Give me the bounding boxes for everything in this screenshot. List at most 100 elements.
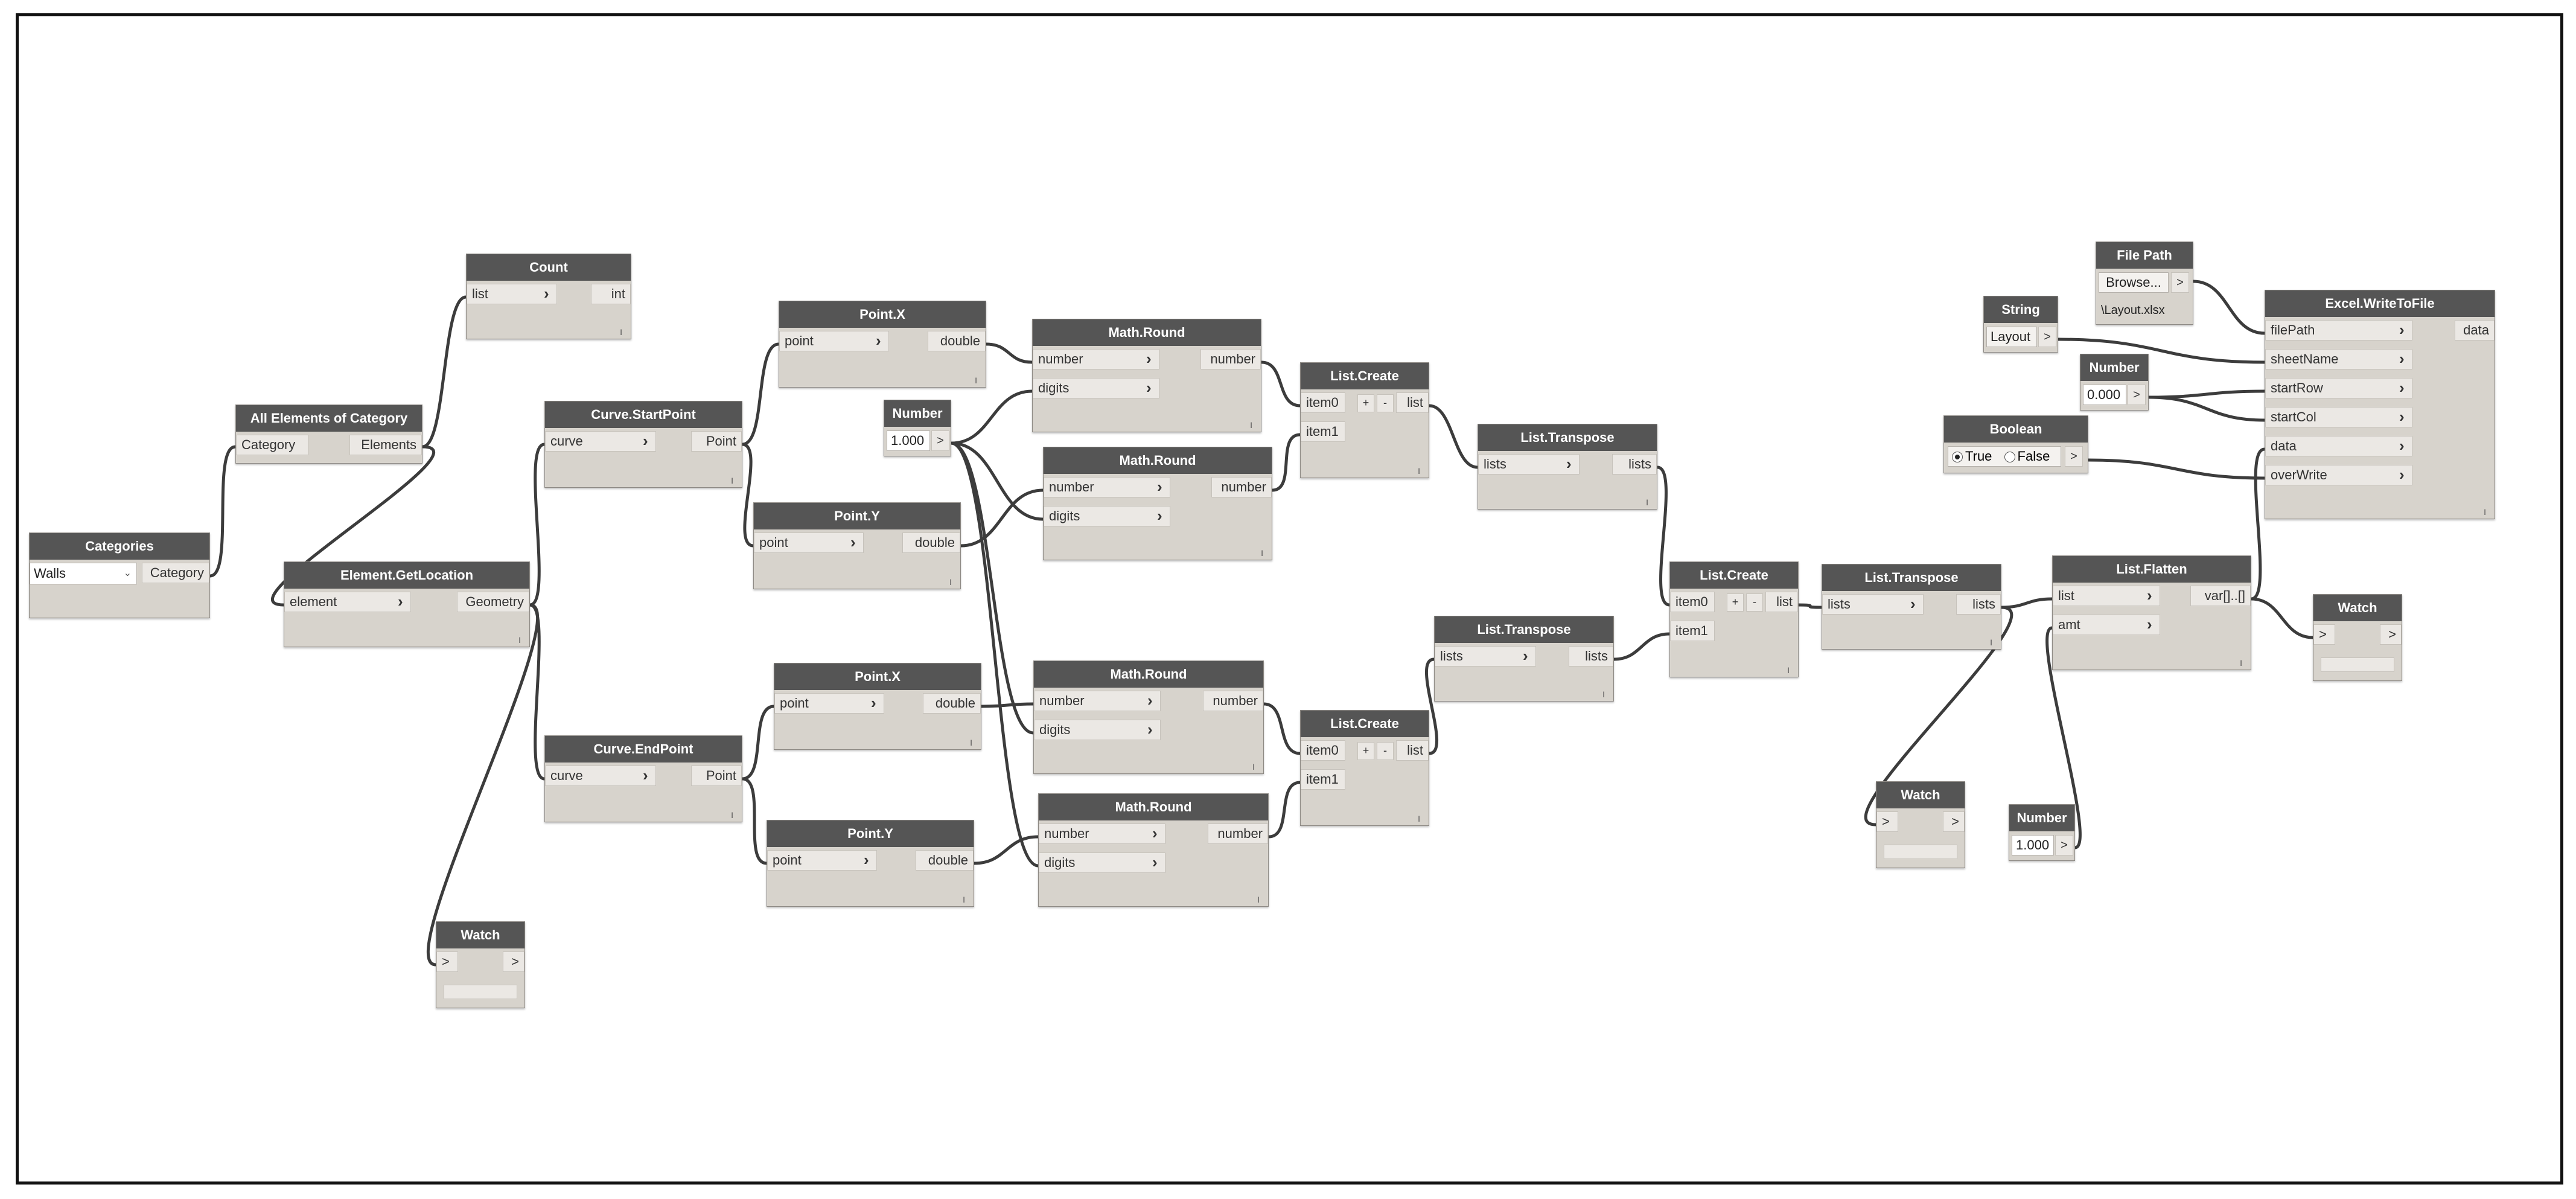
output-port[interactable]: Category xyxy=(142,563,209,583)
output-port[interactable]: Point xyxy=(691,766,742,786)
node-file-path[interactable]: File Path Browse... > \Layout.xlsx xyxy=(2096,241,2193,325)
node-count[interactable]: Count list › int I xyxy=(466,254,631,339)
input-port[interactable]: point xyxy=(767,850,877,871)
input-port[interactable]: number xyxy=(1033,349,1159,369)
node-excel-writetofile[interactable]: Excel.WriteToFile filePath › data sheetN… xyxy=(2265,290,2495,519)
node-math-round[interactable]: Math.Round number › number digits › I xyxy=(1032,319,1261,432)
node-categories[interactable]: Categories Walls ⌄ Category xyxy=(29,532,210,618)
node-list-transpose[interactable]: List.Transpose lists › lists I xyxy=(1478,424,1657,510)
input-port[interactable]: > xyxy=(2313,624,2335,645)
number-input[interactable]: 0.000 xyxy=(2083,385,2126,405)
input-port[interactable]: > xyxy=(436,951,458,972)
input-port[interactable]: number xyxy=(1044,477,1170,497)
node-number[interactable]: Number 1.000 > xyxy=(884,400,951,456)
output-port[interactable]: number xyxy=(1208,823,1268,844)
node-string[interactable]: String Layout > xyxy=(1983,296,2058,353)
output-port[interactable]: > xyxy=(2171,272,2189,293)
node-number[interactable]: Number 1.000 > xyxy=(2009,804,2075,861)
output-port[interactable]: > xyxy=(2055,835,2073,855)
output-port[interactable]: data xyxy=(2455,320,2495,341)
input-port[interactable]: digits xyxy=(1034,720,1161,740)
node-element-getlocation[interactable]: Element.GetLocation element › Geometry I xyxy=(284,561,530,647)
output-port[interactable]: list xyxy=(1396,740,1429,761)
output-port[interactable]: > xyxy=(931,430,949,451)
output-port[interactable]: lists xyxy=(1612,454,1657,475)
output-port[interactable]: > xyxy=(2038,327,2056,347)
output-port[interactable]: number xyxy=(1203,691,1263,711)
boolean-toggle[interactable]: True False xyxy=(1948,446,2061,467)
input-port[interactable]: startCol xyxy=(2265,407,2412,427)
input-port[interactable]: item0 xyxy=(1301,740,1345,761)
remove-input-button[interactable]: - xyxy=(1746,593,1763,612)
output-port[interactable]: double xyxy=(928,331,986,351)
input-port[interactable]: point xyxy=(779,331,889,351)
node-curve-endpoint[interactable]: Curve.EndPoint curve › Point I xyxy=(544,735,742,822)
browse-button[interactable]: Browse... xyxy=(2099,272,2169,293)
input-port[interactable]: item1 xyxy=(1670,621,1715,641)
input-port[interactable]: item1 xyxy=(1301,421,1345,442)
output-port[interactable]: Point xyxy=(691,431,742,452)
node-list-create[interactable]: List.Create item0 + - list item1 I xyxy=(1300,710,1429,826)
input-port[interactable]: overWrite xyxy=(2265,465,2412,485)
output-port[interactable]: int xyxy=(591,284,631,304)
input-port[interactable]: item0 xyxy=(1301,392,1345,413)
node-point-y[interactable]: Point.Y point › double I xyxy=(767,820,974,907)
output-port[interactable]: lists xyxy=(1569,646,1613,667)
node-watch[interactable]: Watch > > xyxy=(2313,594,2402,681)
input-port[interactable]: curve xyxy=(545,431,656,452)
output-port[interactable]: Elements xyxy=(349,435,422,455)
input-port[interactable]: item1 xyxy=(1301,769,1345,790)
node-watch[interactable]: Watch > > xyxy=(1876,781,1965,868)
output-port[interactable]: lists xyxy=(1956,594,2001,615)
node-point-x[interactable]: Point.X point › double I xyxy=(779,301,986,388)
input-port[interactable]: lists xyxy=(1478,454,1580,475)
input-port[interactable]: amt xyxy=(2053,615,2160,635)
node-point-x[interactable]: Point.X point › double I xyxy=(774,663,981,750)
add-input-button[interactable]: + xyxy=(1357,742,1374,760)
input-port[interactable]: digits xyxy=(1039,852,1165,873)
output-port[interactable]: var[]..[] xyxy=(2190,586,2251,606)
input-port[interactable]: element xyxy=(284,592,411,612)
category-dropdown[interactable]: Walls ⌄ xyxy=(30,563,137,584)
output-port[interactable]: list xyxy=(1396,392,1429,413)
node-list-create[interactable]: List.Create item0 + - list item1 I xyxy=(1300,362,1429,478)
node-boolean[interactable]: Boolean True False > xyxy=(1943,415,2088,473)
output-port[interactable]: number xyxy=(1200,349,1261,369)
input-port[interactable]: Category xyxy=(236,435,308,455)
input-port[interactable]: point xyxy=(754,532,864,553)
node-number[interactable]: Number 0.000 > xyxy=(2080,354,2149,411)
input-port[interactable]: digits xyxy=(1033,378,1159,398)
node-math-round[interactable]: Math.Round number › number digits › I xyxy=(1043,447,1272,560)
output-port[interactable]: double xyxy=(902,532,960,553)
input-port[interactable]: lists xyxy=(1435,646,1536,667)
input-port[interactable]: > xyxy=(1876,811,1898,832)
input-port[interactable]: list xyxy=(467,284,557,304)
output-port[interactable]: > xyxy=(503,951,524,972)
input-port[interactable]: data xyxy=(2265,436,2412,456)
output-port[interactable]: double xyxy=(916,850,974,871)
input-port[interactable]: item0 xyxy=(1670,592,1715,612)
add-input-button[interactable]: + xyxy=(1357,394,1374,412)
output-port[interactable]: > xyxy=(1943,811,1965,832)
input-port[interactable]: number xyxy=(1039,823,1165,844)
output-port[interactable]: > xyxy=(2380,624,2402,645)
input-port[interactable]: startRow xyxy=(2265,378,2412,398)
input-port[interactable]: list xyxy=(2053,586,2160,606)
number-input[interactable]: 1.000 xyxy=(887,430,930,451)
radio-false-icon[interactable] xyxy=(2004,452,2015,463)
output-port[interactable]: Geometry xyxy=(457,592,529,612)
output-port[interactable]: list xyxy=(1765,592,1798,612)
node-math-round[interactable]: Math.Round number › number digits › I xyxy=(1033,660,1264,774)
output-port[interactable]: double xyxy=(923,693,981,714)
input-port[interactable]: filePath xyxy=(2265,320,2412,341)
node-watch[interactable]: Watch > > xyxy=(436,921,525,1008)
remove-input-button[interactable]: - xyxy=(1377,742,1394,760)
node-math-round[interactable]: Math.Round number › number digits › I xyxy=(1038,793,1269,907)
output-port[interactable]: > xyxy=(2128,385,2146,405)
radio-true-icon[interactable] xyxy=(1952,452,1963,463)
node-curve-startpoint[interactable]: Curve.StartPoint curve › Point I xyxy=(544,401,742,488)
input-port[interactable]: digits xyxy=(1044,506,1170,526)
node-list-flatten[interactable]: List.Flatten list › var[]..[] amt › I xyxy=(2052,555,2251,670)
input-port[interactable]: sheetName xyxy=(2265,349,2412,369)
node-list-transpose[interactable]: List.Transpose lists › lists I xyxy=(1434,616,1614,702)
